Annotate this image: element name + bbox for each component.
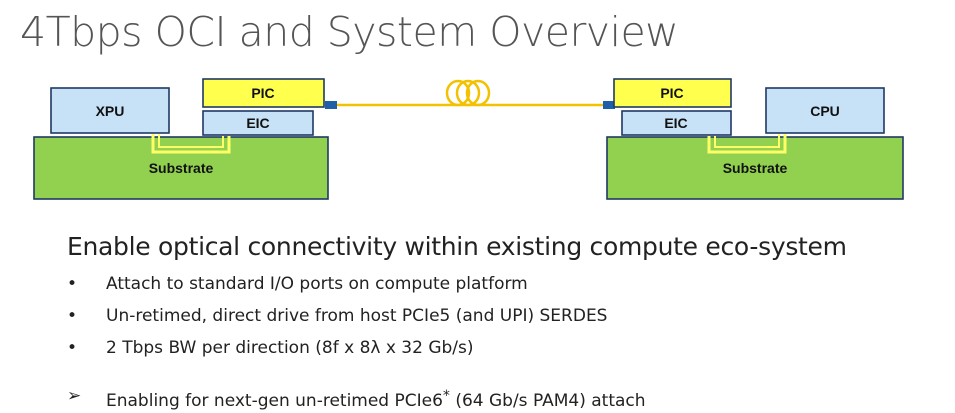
arrow-bullet-text: Enabling for next-gen un-retimed PCIe6* …: [106, 384, 646, 413]
cpu-box: [765, 87, 885, 134]
section-heading: Enable optical connectivity within exist…: [67, 232, 847, 261]
fiber-coil-icon: [445, 79, 491, 107]
left-substrate-trace: [151, 134, 231, 154]
left-assembly: Substrate XPU PIC EIC: [33, 78, 337, 200]
left-pic-label: PIC: [251, 85, 274, 101]
cpu-label: CPU: [810, 103, 840, 119]
optical-fiber: [337, 79, 603, 107]
bullet-marker: •: [67, 306, 78, 326]
left-eic-label: EIC: [246, 115, 269, 131]
arrow-bullet-footnote-mark: *: [442, 388, 450, 404]
left-pic-box: [202, 78, 325, 108]
left-fiber-connector: [325, 101, 337, 109]
slide-title: 4Tbps OCI and System Overview: [20, 8, 679, 56]
left-substrate-label: Substrate: [149, 160, 214, 176]
right-pic-label: PIC: [660, 85, 683, 101]
right-substrate-trace: [707, 134, 787, 154]
left-substrate-trace-inner: [158, 134, 224, 148]
right-substrate-trace-inner: [714, 134, 780, 148]
bullet-marker: •: [67, 338, 78, 358]
oci-system-diagram: Substrate XPU PIC EIC Substrate PIC EIC …: [33, 78, 904, 200]
right-pic-box: [613, 78, 732, 108]
right-fiber-connector: [603, 101, 615, 109]
right-eic-box: [621, 110, 732, 136]
right-assembly: Substrate PIC EIC CPU: [603, 78, 904, 200]
arrow-bullet-suffix: (64 Gb/s PAM4) attach: [449, 391, 646, 411]
bullet-text: Attach to standard I/O ports on compute …: [106, 274, 528, 294]
bullet-marker: •: [67, 274, 78, 294]
right-eic-label: EIC: [664, 115, 687, 131]
right-substrate-label: Substrate: [723, 160, 788, 176]
left-eic-box: [202, 110, 314, 136]
bullet-text: Un-retimed, direct drive from host PCIe5…: [106, 306, 608, 326]
arrow-marker-icon: ➢: [67, 386, 82, 406]
xpu-label: XPU: [96, 103, 125, 119]
bullet-text: 2 Tbps BW per direction (8f x 8λ x 32 Gb…: [106, 338, 474, 358]
arrow-bullet-main: Enabling for next-gen un-retimed PCIe6: [106, 391, 443, 411]
xpu-box: [50, 87, 170, 134]
